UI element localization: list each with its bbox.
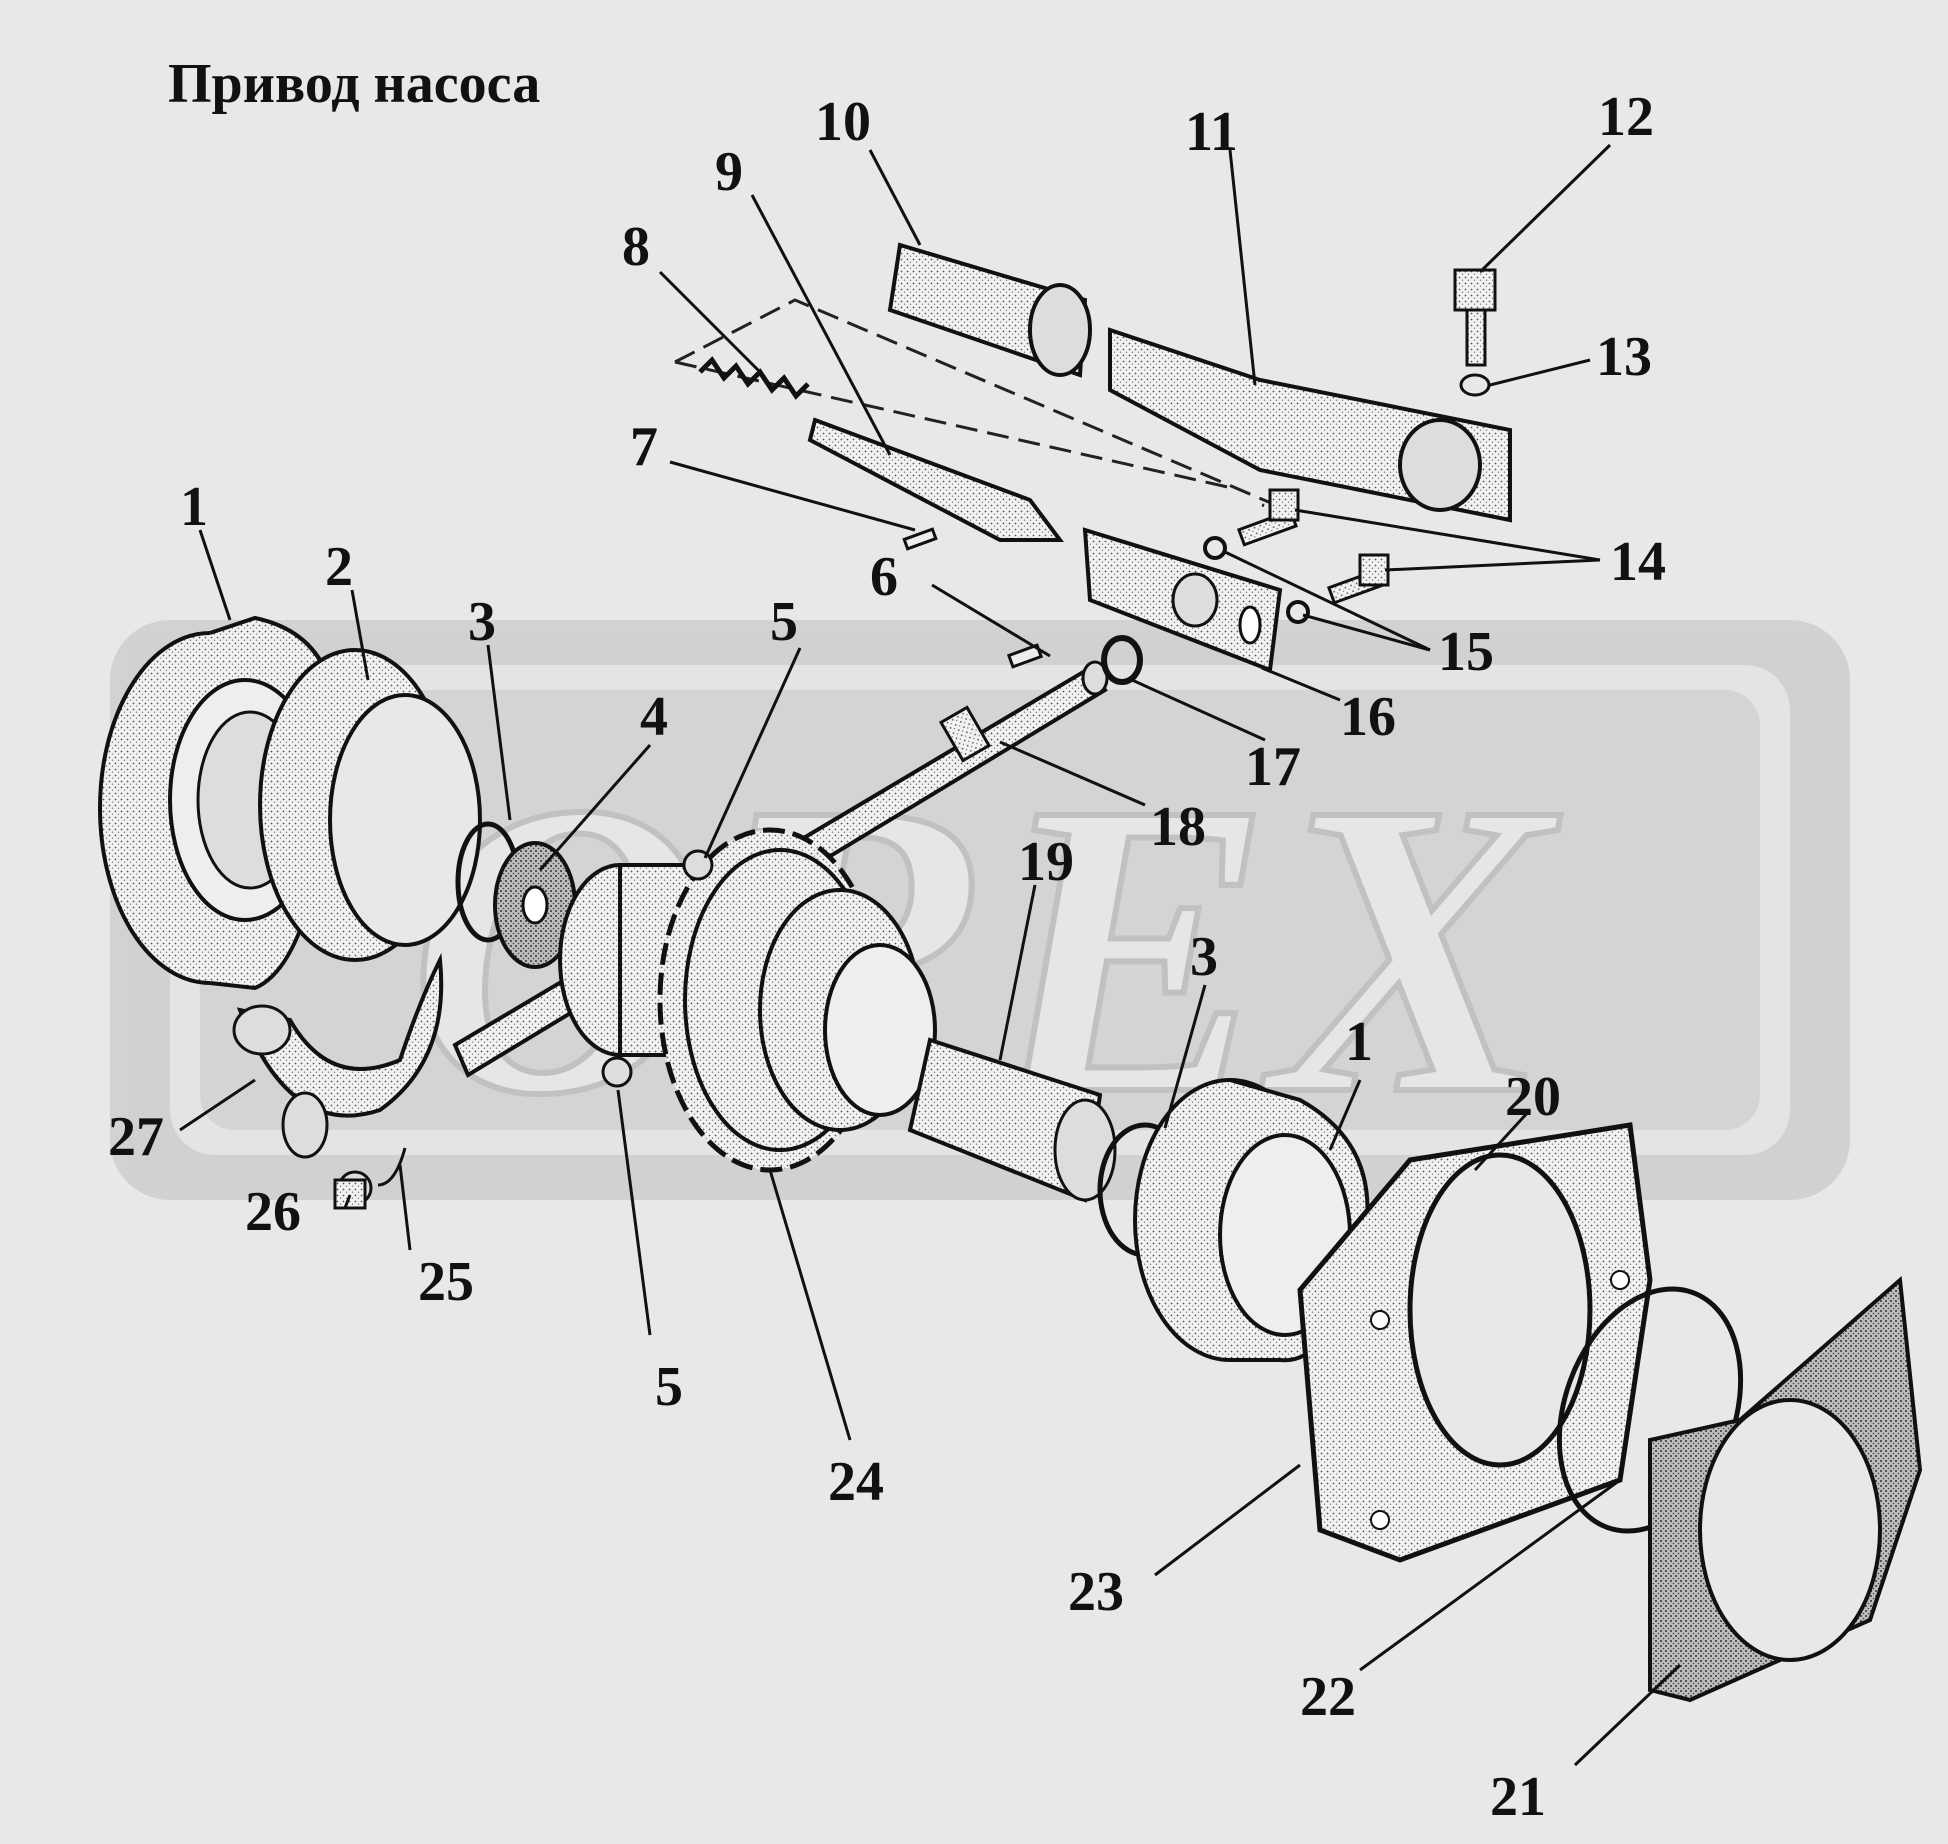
callout-21: 21 — [1490, 1766, 1546, 1828]
callout-12: 12 — [1598, 86, 1654, 148]
callout-26: 26 — [245, 1181, 301, 1243]
callout-1b: 1 — [1345, 1011, 1373, 1073]
steel-ball — [601, 1056, 633, 1088]
cotter-pin — [377, 1147, 407, 1187]
grease-nipple — [333, 1178, 367, 1210]
callout-20: 20 — [1505, 1066, 1561, 1128]
small-bolt — [1326, 553, 1390, 605]
spring-washer — [1286, 600, 1310, 624]
leader-lines — [179, 143, 1682, 1767]
callout-3b: 3 — [1190, 926, 1218, 988]
callout-22: 22 — [1300, 1666, 1356, 1728]
callout-5: 5 — [770, 591, 798, 653]
callout-24: 24 — [828, 1451, 884, 1513]
o-ring — [1101, 635, 1143, 685]
callout-10: 10 — [815, 91, 871, 153]
callout-17: 17 — [1245, 736, 1301, 798]
callout-25: 25 — [418, 1251, 474, 1313]
callout-4: 4 — [640, 686, 668, 748]
callout-2: 2 — [325, 536, 353, 598]
spring — [698, 356, 810, 400]
callout-1: 1 — [180, 476, 208, 538]
lock-washer — [1459, 373, 1491, 397]
callout-23: 23 — [1068, 1561, 1124, 1623]
callout-16: 16 — [1340, 686, 1396, 748]
bearing-right — [1133, 1078, 1370, 1363]
housing-flange — [1297, 1122, 1653, 1563]
gear-assembly — [558, 827, 937, 1173]
callout-14: 14 — [1610, 531, 1666, 593]
callout-labels: 1 2 3 4 5 6 7 8 9 10 11 12 13 14 15 16 1… — [108, 86, 1666, 1828]
lever-arm — [1108, 327, 1512, 523]
callout-15: 15 — [1438, 621, 1494, 683]
callout-9: 9 — [715, 141, 743, 203]
callout-18: 18 — [1150, 796, 1206, 858]
diagram-title: Привод насоса — [168, 53, 541, 115]
pin — [902, 527, 938, 551]
callout-8: 8 — [622, 216, 650, 278]
callout-27: 27 — [108, 1106, 164, 1168]
callout-7: 7 — [630, 416, 658, 478]
callout-11: 11 — [1185, 101, 1238, 163]
bolt-top — [1453, 268, 1497, 367]
outer-ring — [258, 648, 482, 962]
callout-5b: 5 — [655, 1356, 683, 1418]
sleeve-tube — [887, 242, 1092, 378]
callout-13: 13 — [1596, 326, 1652, 388]
callout-19: 19 — [1018, 831, 1074, 893]
callout-3: 3 — [468, 591, 496, 653]
callout-6: 6 — [870, 546, 898, 608]
control-rod — [807, 417, 1064, 542]
flange-gasket — [1648, 1275, 1923, 1703]
small-bolt — [1236, 488, 1300, 547]
spring-washer — [1203, 536, 1227, 560]
